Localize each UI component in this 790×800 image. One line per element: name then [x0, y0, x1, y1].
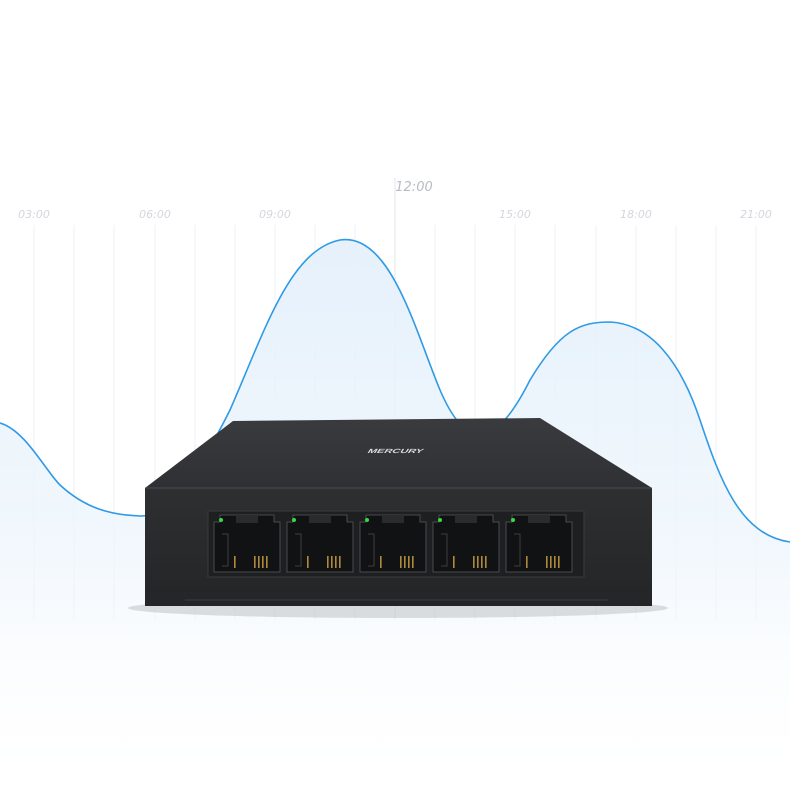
port-contact — [331, 556, 333, 568]
time-label: 21:00 — [740, 208, 772, 221]
time-label: 03:00 — [18, 208, 50, 221]
network-switch — [128, 418, 668, 618]
ethernet-port — [213, 514, 281, 573]
port-contact — [266, 556, 268, 568]
port-contact — [481, 556, 483, 568]
port-contact — [262, 556, 264, 568]
port-contact — [400, 556, 402, 568]
port-contact — [550, 556, 552, 568]
ethernet-port — [359, 514, 427, 573]
port-contact — [477, 556, 479, 568]
ethernet-port — [505, 514, 573, 573]
port-led-indicator — [511, 518, 515, 522]
port-contact — [254, 556, 256, 568]
time-label: 15:00 — [499, 208, 531, 221]
port-contact — [546, 556, 548, 568]
port-contact — [339, 556, 341, 568]
ethernet-ports — [213, 514, 573, 573]
port-contact — [335, 556, 337, 568]
port-contact — [473, 556, 475, 568]
traffic-curve — [0, 238, 790, 543]
port-contact — [412, 556, 414, 568]
time-label: 18:00 — [620, 208, 652, 221]
port-contact — [258, 556, 260, 568]
port-contact — [554, 556, 556, 568]
port-contact — [558, 556, 560, 568]
ethernet-port — [286, 514, 354, 573]
port-led-indicator — [219, 518, 223, 522]
port-contact — [404, 556, 406, 568]
port-contact — [408, 556, 410, 568]
port-contact — [327, 556, 329, 568]
ethernet-port — [432, 514, 500, 573]
port-contact — [485, 556, 487, 568]
port-led-indicator — [438, 518, 442, 522]
switch-top-surface — [145, 418, 652, 488]
port-led-indicator — [365, 518, 369, 522]
time-label: 09:00 — [259, 208, 291, 221]
time-label: 12:00 — [395, 180, 433, 195]
time-label: 06:00 — [139, 208, 171, 221]
port-led-indicator — [292, 518, 296, 522]
